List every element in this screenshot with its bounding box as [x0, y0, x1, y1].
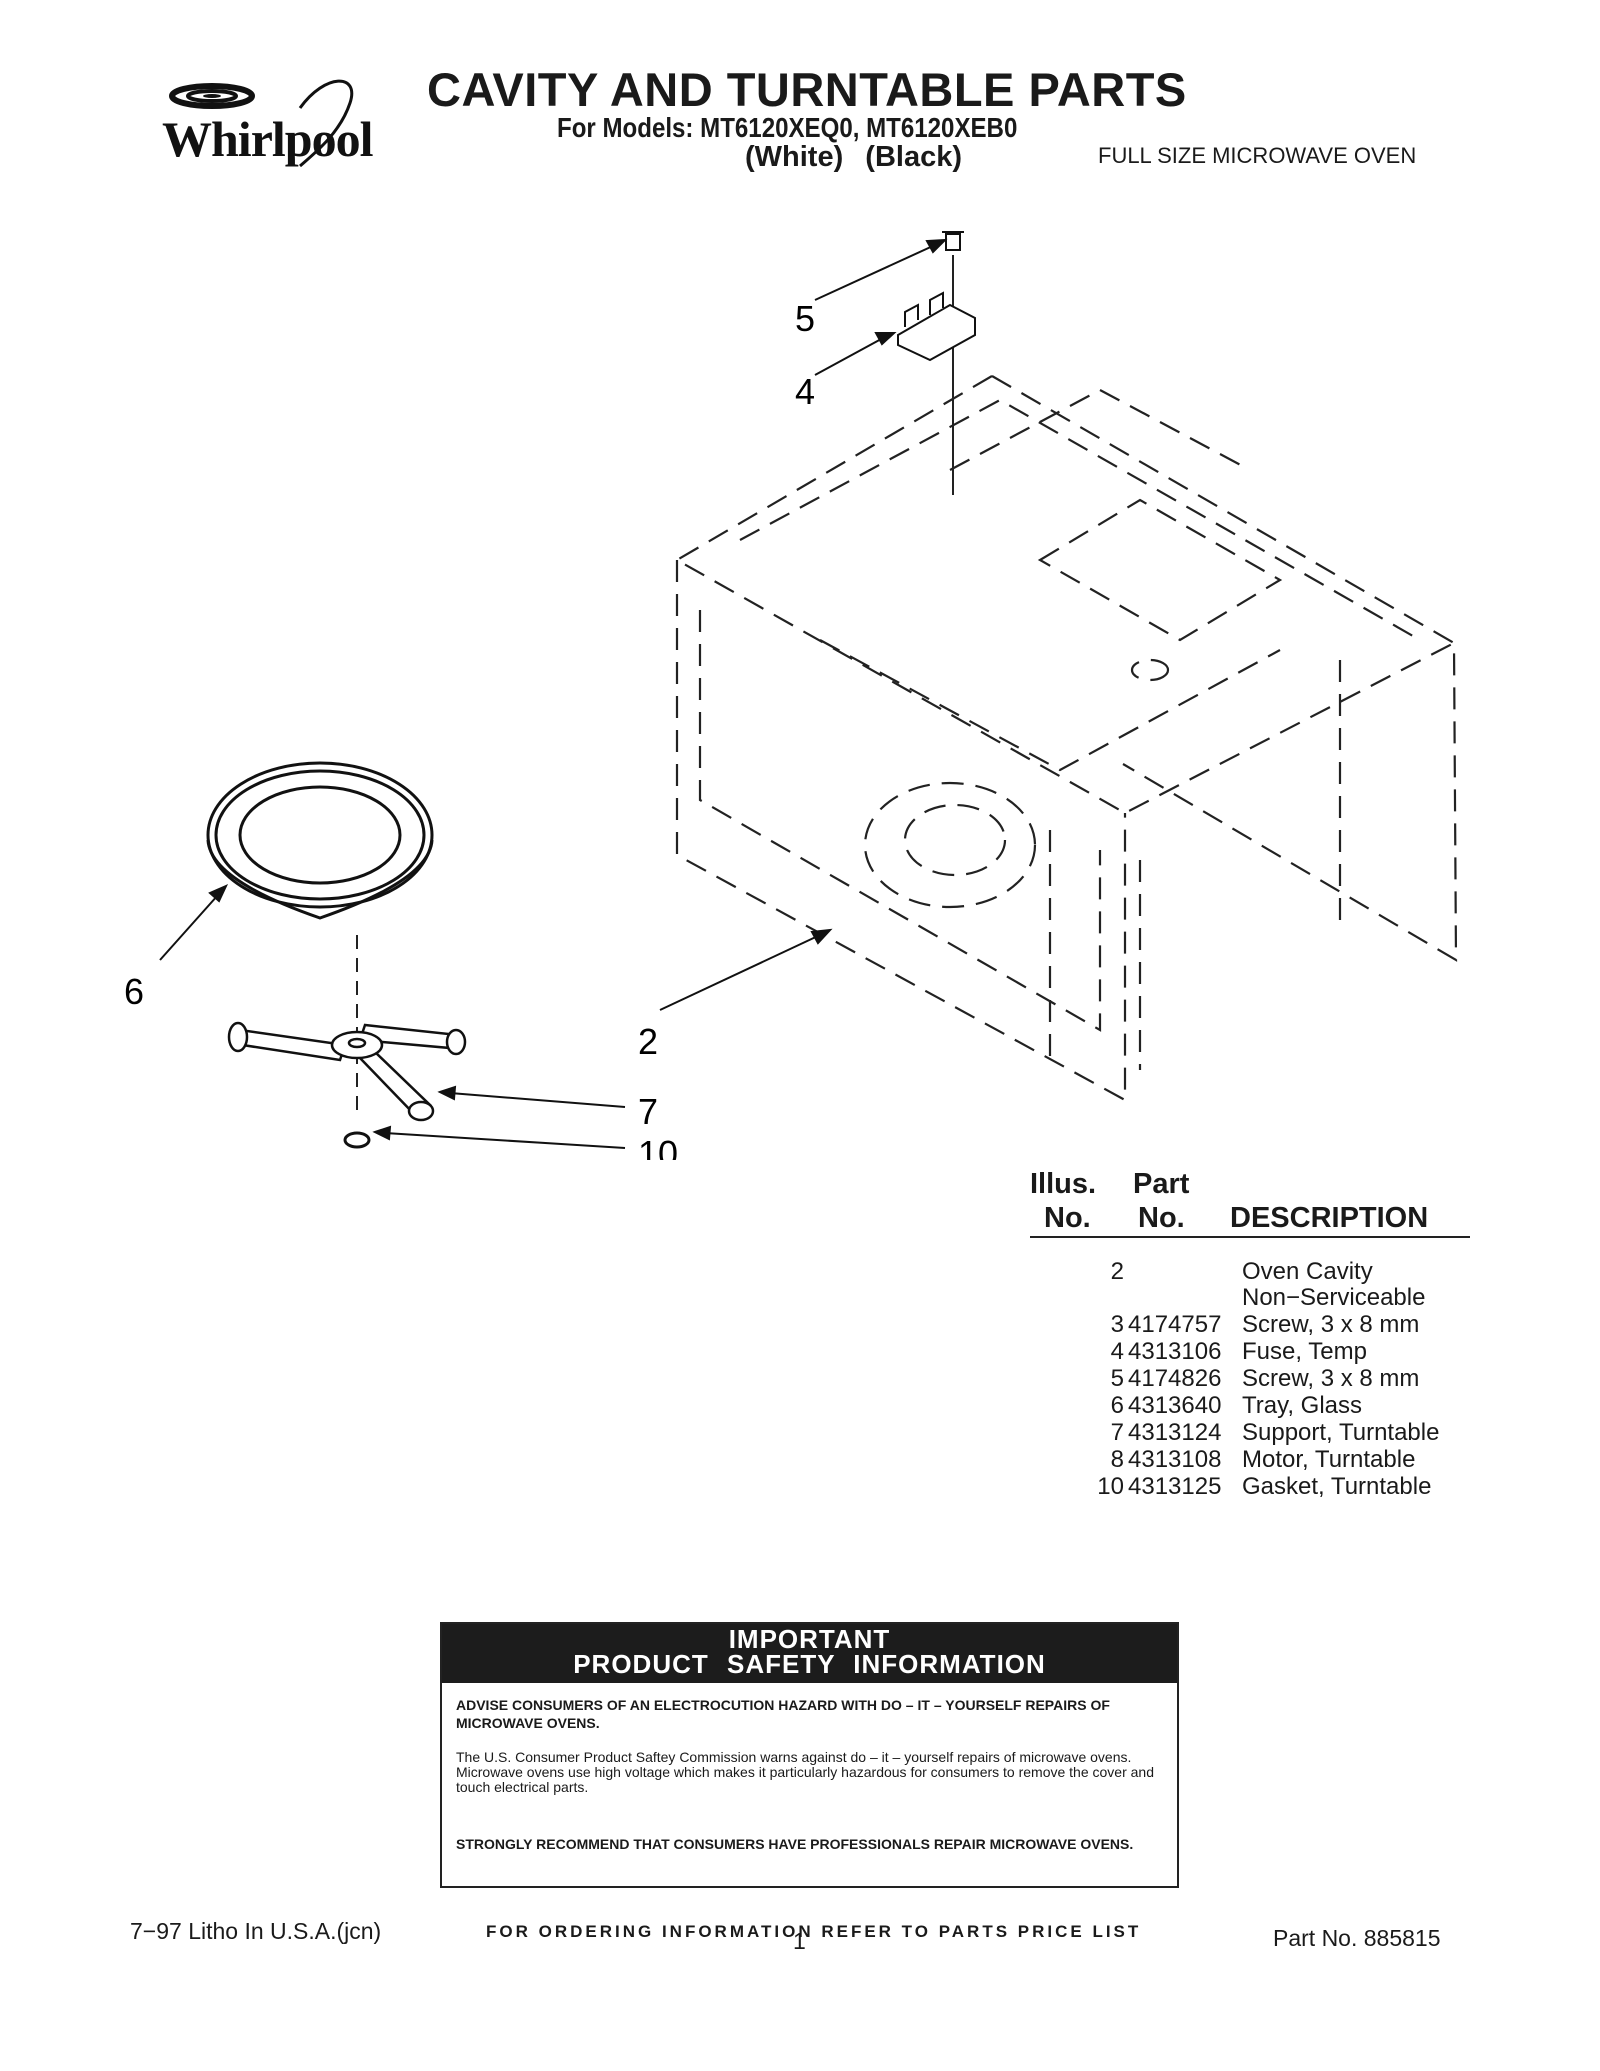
callout-10: 10: [638, 1133, 678, 1160]
screw-5-icon: [942, 231, 964, 251]
header-illus-no: No.: [1044, 1202, 1091, 1234]
header-description: DESCRIPTION: [1230, 1202, 1429, 1234]
safety-body: The U.S. Consumer Product Saftey Commiss…: [456, 1749, 1154, 1795]
table-row: 2 Oven Cavity Non−Serviceable: [1110, 1258, 1426, 1311]
page-number: 1: [793, 1928, 806, 1954]
part-number: Part No. 885815: [1273, 1925, 1441, 1951]
safety-information-box: IMPORTANT PRODUCT SAFETY INFORMATION ADV…: [440, 1622, 1179, 1888]
oven-cavity: [674, 375, 1458, 1102]
table-row: 6 4313640 Tray, Glass: [1110, 1392, 1363, 1419]
litho-note: 7−97 Litho In U.S.A.(jcn): [130, 1918, 382, 1944]
ordering-note: FOR ORDERING INFORMATION REFER TO PARTS …: [486, 1922, 1142, 1941]
model-numbers: For Models: MT6120XEQ0, MT6120XEB0: [557, 112, 1018, 143]
product-type: FULL SIZE MICROWAVE OVEN: [1098, 143, 1417, 168]
header-part-no: No.: [1138, 1202, 1185, 1234]
safety-advise: ADVISE CONSUMERS OF AN ELECTROCUTION HAZ…: [456, 1697, 1110, 1731]
table-row: 7 4313124 Support, Turntable: [1110, 1419, 1440, 1446]
callout-7: 7: [638, 1091, 658, 1132]
turntable-support-icon: [227, 1021, 467, 1122]
whirlpool-logo: Whirlpool: [150, 78, 405, 173]
callout-4: 4: [795, 371, 815, 412]
safety-recommend: STRONGLY RECOMMEND THAT CONSUMERS HAVE P…: [456, 1836, 1134, 1852]
table-row: 3 4174757 Screw, 3 x 8 mm: [1110, 1311, 1420, 1338]
callout-2: 2: [638, 1021, 658, 1062]
swirl-icon: [169, 79, 354, 168]
table-row: 4 4313106 Fuse, Temp: [1110, 1338, 1367, 1365]
glass-tray-icon: [206, 761, 434, 920]
brand-wordmark: Whirlpool: [162, 111, 373, 167]
header-part: Part: [1133, 1168, 1190, 1200]
table-row: 10 4313125 Gasket, Turntable: [1097, 1473, 1432, 1500]
model-colors: (White) (Black): [745, 141, 962, 173]
callout-5: 5: [795, 298, 815, 339]
header-illus: Illus.: [1030, 1168, 1097, 1200]
table-row: 8 4313108 Motor, Turntable: [1110, 1446, 1416, 1473]
page-title: CAVITY AND TURNTABLE PARTS: [427, 63, 1187, 116]
exploded-parts-diagram: 5 4 6 2 7 10 8 3: [124, 231, 1458, 1160]
gasket-icon: [343, 1131, 371, 1149]
safety-heading: IMPORTANT PRODUCT SAFETY INFORMATION: [442, 1624, 1177, 1683]
table-row: 5 4174826 Screw, 3 x 8 mm: [1110, 1365, 1420, 1392]
callout-6: 6: [124, 971, 144, 1012]
table-divider: [1030, 1236, 1470, 1238]
temp-fuse-icon: [897, 291, 976, 362]
